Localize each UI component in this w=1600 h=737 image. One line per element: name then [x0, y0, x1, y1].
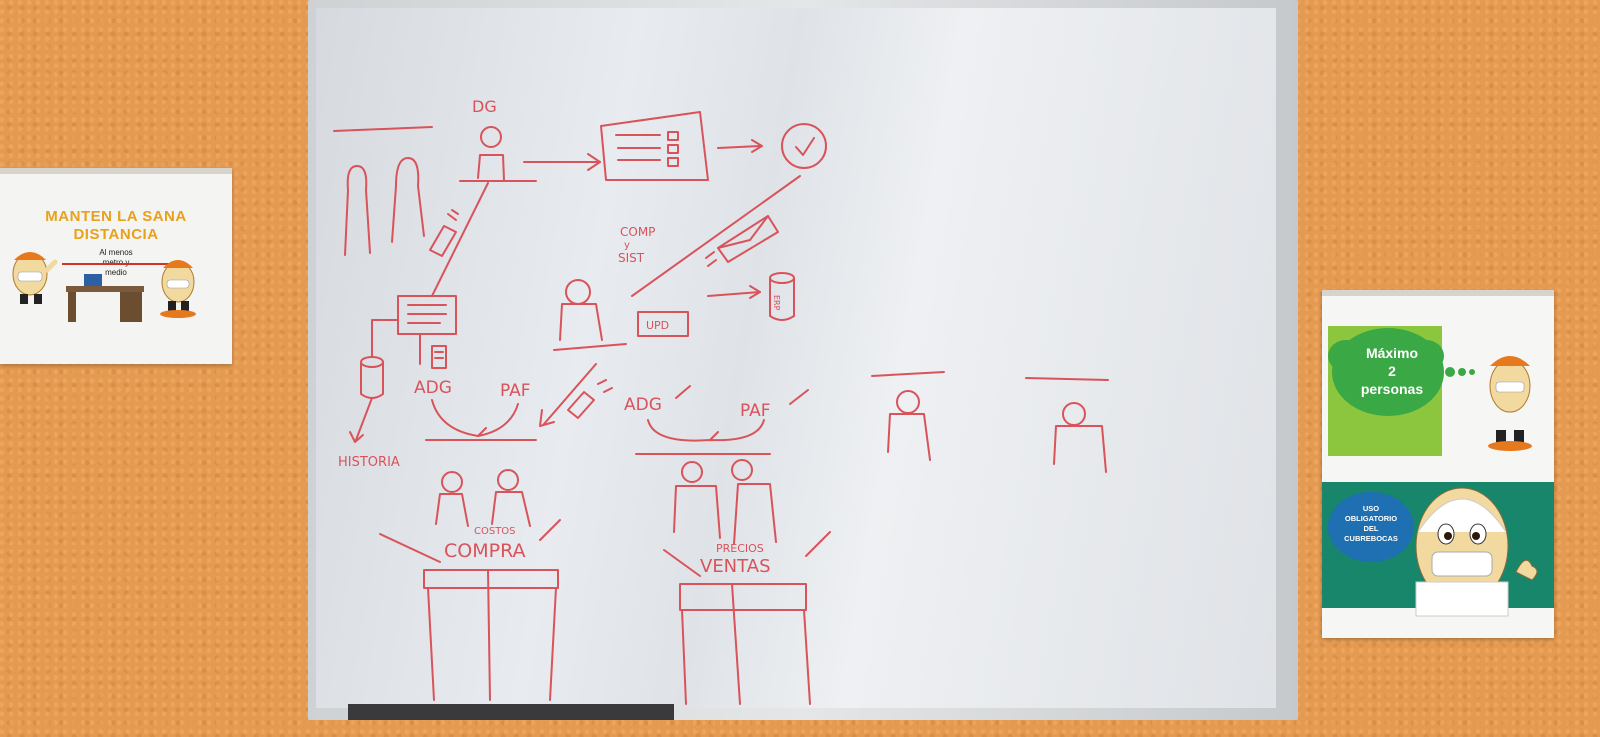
label-comp: COMP	[620, 225, 655, 239]
central-document-icon	[397, 295, 457, 335]
label-paf-left: PAF	[500, 381, 531, 401]
envelope-icon-2	[705, 215, 779, 267]
mask-speech-bubble	[1328, 492, 1414, 562]
marker-tray	[348, 704, 674, 720]
distance-poster-subtitle: Al menos metro y medio	[60, 248, 172, 278]
label-precios: PRECIOS	[716, 542, 764, 555]
connector-dg-to-doc	[431, 182, 489, 297]
arrow-to-check	[717, 139, 763, 153]
tick-right-1	[675, 385, 691, 399]
connector-to-check	[631, 175, 801, 297]
distance-title-line1: MANTEN LA SANA	[45, 208, 187, 225]
compra-people	[379, 469, 561, 563]
connector-doc-to-db	[371, 319, 399, 357]
poster-mascots-illustration	[12, 252, 196, 322]
ventas-people	[663, 459, 831, 577]
capacity-line3: personas	[1360, 381, 1424, 397]
ventas-table	[679, 583, 811, 705]
person-figure-right-1	[871, 371, 945, 461]
label-adg-right: ADG	[624, 395, 662, 415]
capacity-line1: Máximo	[1365, 345, 1419, 361]
erp-db-icon	[769, 272, 795, 321]
label-costos: COSTOS	[474, 526, 516, 537]
cloud-shape	[1328, 328, 1475, 416]
mask-bubble-text: USO OBLIGATORIO DEL CUBREBOCAS	[1330, 504, 1412, 544]
arrow-to-document	[523, 153, 601, 171]
label-upd: UPD	[646, 319, 669, 332]
middle-person-figure	[553, 279, 627, 351]
egg-mascot-left	[12, 252, 58, 304]
mask-line4: CUBREBOCAS	[1344, 534, 1398, 543]
mask-line2: OBLIGATORIO	[1344, 514, 1398, 523]
document-icon	[600, 111, 709, 181]
label-historia: HISTORIA	[338, 455, 400, 470]
egg-mascot-capacity	[1488, 356, 1532, 451]
bracket-right	[635, 419, 771, 455]
upd-box	[637, 311, 689, 337]
arrow-to-historia	[349, 397, 373, 443]
label-adg-left: ADG	[414, 378, 452, 398]
capacity-cloud-text: Máximo 2 personas	[1342, 344, 1442, 398]
distance-poster-title: MANTEN LA SANA DISTANCIA	[10, 208, 222, 244]
bracket-left	[425, 399, 537, 441]
label-compra: COMPRA	[444, 540, 526, 562]
egg-mascot-right	[160, 260, 196, 318]
distance-sub-3: medio	[105, 268, 127, 277]
label-dg: DG	[472, 97, 497, 116]
label-paf-right: PAF	[740, 401, 771, 421]
label-erp: ERP	[772, 295, 781, 311]
distance-title-line2: DISTANCIA	[73, 226, 159, 243]
distance-poster: MANTEN LA SANA DISTANCIA Al menos metro …	[0, 168, 232, 364]
arrow-to-erp	[707, 285, 761, 299]
desk-icon	[66, 274, 144, 322]
dg-person-figure	[459, 126, 537, 182]
envelope-icon-1	[429, 209, 459, 257]
distance-rule	[62, 263, 172, 265]
distance-sub-1: Al menos	[99, 248, 133, 257]
small-note-icon	[431, 345, 447, 369]
check-circle-icon	[781, 123, 827, 169]
egg-mascot-mask	[1415, 487, 1538, 617]
mask-line3: DEL	[1363, 524, 1379, 533]
compra-table	[423, 569, 559, 701]
label-sist: SIST	[618, 251, 645, 265]
person-figure-right-2	[1025, 377, 1109, 473]
capacity-poster: Máximo 2 personas USO OBLIGATORIO DEL CU…	[1322, 290, 1554, 638]
arrow-to-left-bracket	[539, 363, 613, 427]
distance-sub-2: metro y	[60, 258, 172, 268]
people-group-topleft	[333, 126, 433, 256]
label-ventas: VENTAS	[700, 556, 771, 577]
mask-line1: USO	[1362, 504, 1380, 513]
tick-right-2	[789, 389, 809, 405]
capacity-line2: 2	[1388, 363, 1396, 379]
label-y: y	[624, 240, 630, 251]
